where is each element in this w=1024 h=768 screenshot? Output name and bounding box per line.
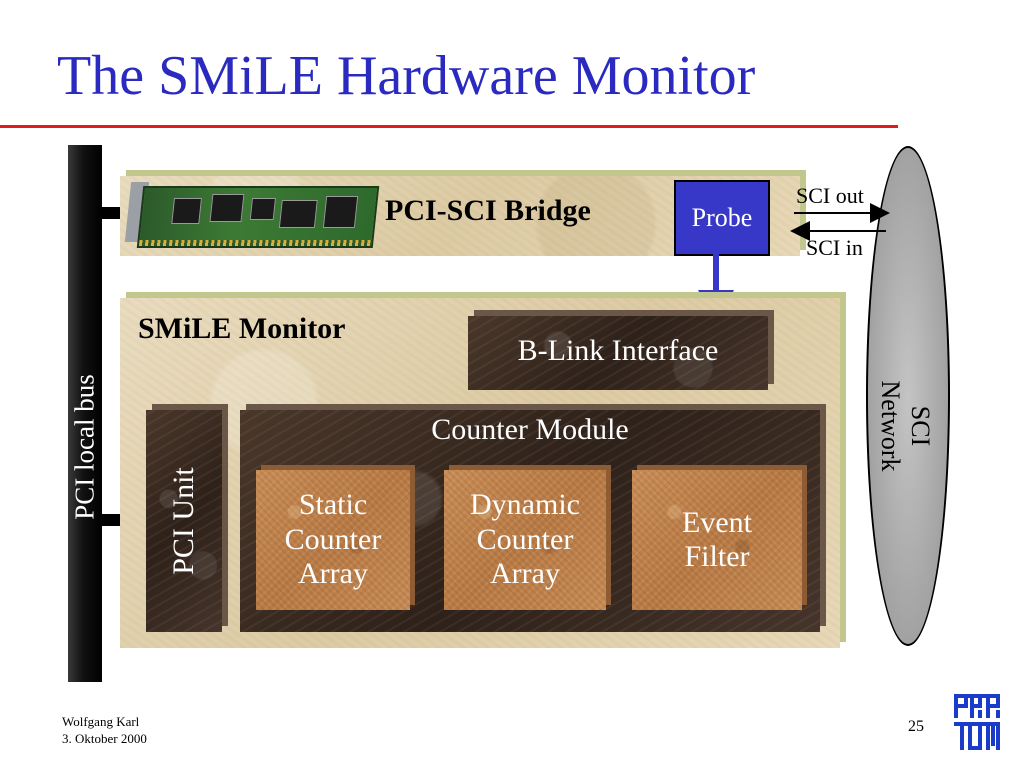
counter-module-label: Counter Module xyxy=(431,413,629,446)
dynamic-counter-line1: Dynamic xyxy=(470,488,580,522)
blink-interface-label: B-Link Interface xyxy=(517,334,719,367)
sci-out-label: SCI out xyxy=(796,183,864,208)
event-filter-box: Event Filter xyxy=(632,470,802,610)
smile-monitor-label: SMiLE Monitor xyxy=(138,312,346,345)
tum-logo-icon xyxy=(954,694,1000,750)
pci-local-bus xyxy=(68,145,102,682)
bus-connector-bridge xyxy=(100,207,120,219)
bridge-label: PCI-SCI Bridge xyxy=(385,194,591,227)
title-rule xyxy=(0,125,898,128)
footer-date: 3. Oktober 2000 xyxy=(62,731,147,746)
slide-title: The SMiLE Hardware Monitor xyxy=(57,45,756,107)
bus-connector-pci-unit xyxy=(100,514,120,526)
static-counter-array-box: Static Counter Array xyxy=(256,470,410,610)
blink-interface-box xyxy=(468,316,768,390)
dynamic-counter-line3: Array xyxy=(490,557,560,591)
static-counter-line1: Static xyxy=(298,488,368,522)
footer-author: Wolfgang Karl xyxy=(62,714,140,729)
event-filter-line2: Filter xyxy=(684,540,750,573)
dynamic-counter-line2: Counter xyxy=(476,522,574,556)
dynamic-counter-array-box: Dynamic Counter Array xyxy=(444,470,606,610)
pci-unit-box xyxy=(146,410,222,632)
sci-in-label: SCI in xyxy=(806,235,863,260)
sci-network-ellipse xyxy=(866,146,950,646)
event-filter-line1: Event xyxy=(682,505,752,539)
static-counter-line2: Counter xyxy=(284,522,382,556)
pci-unit-label: PCI Unit xyxy=(167,467,200,575)
probe-box: Probe xyxy=(674,180,770,256)
page-number: 25 xyxy=(908,718,924,735)
static-counter-line3: Array xyxy=(298,557,368,591)
